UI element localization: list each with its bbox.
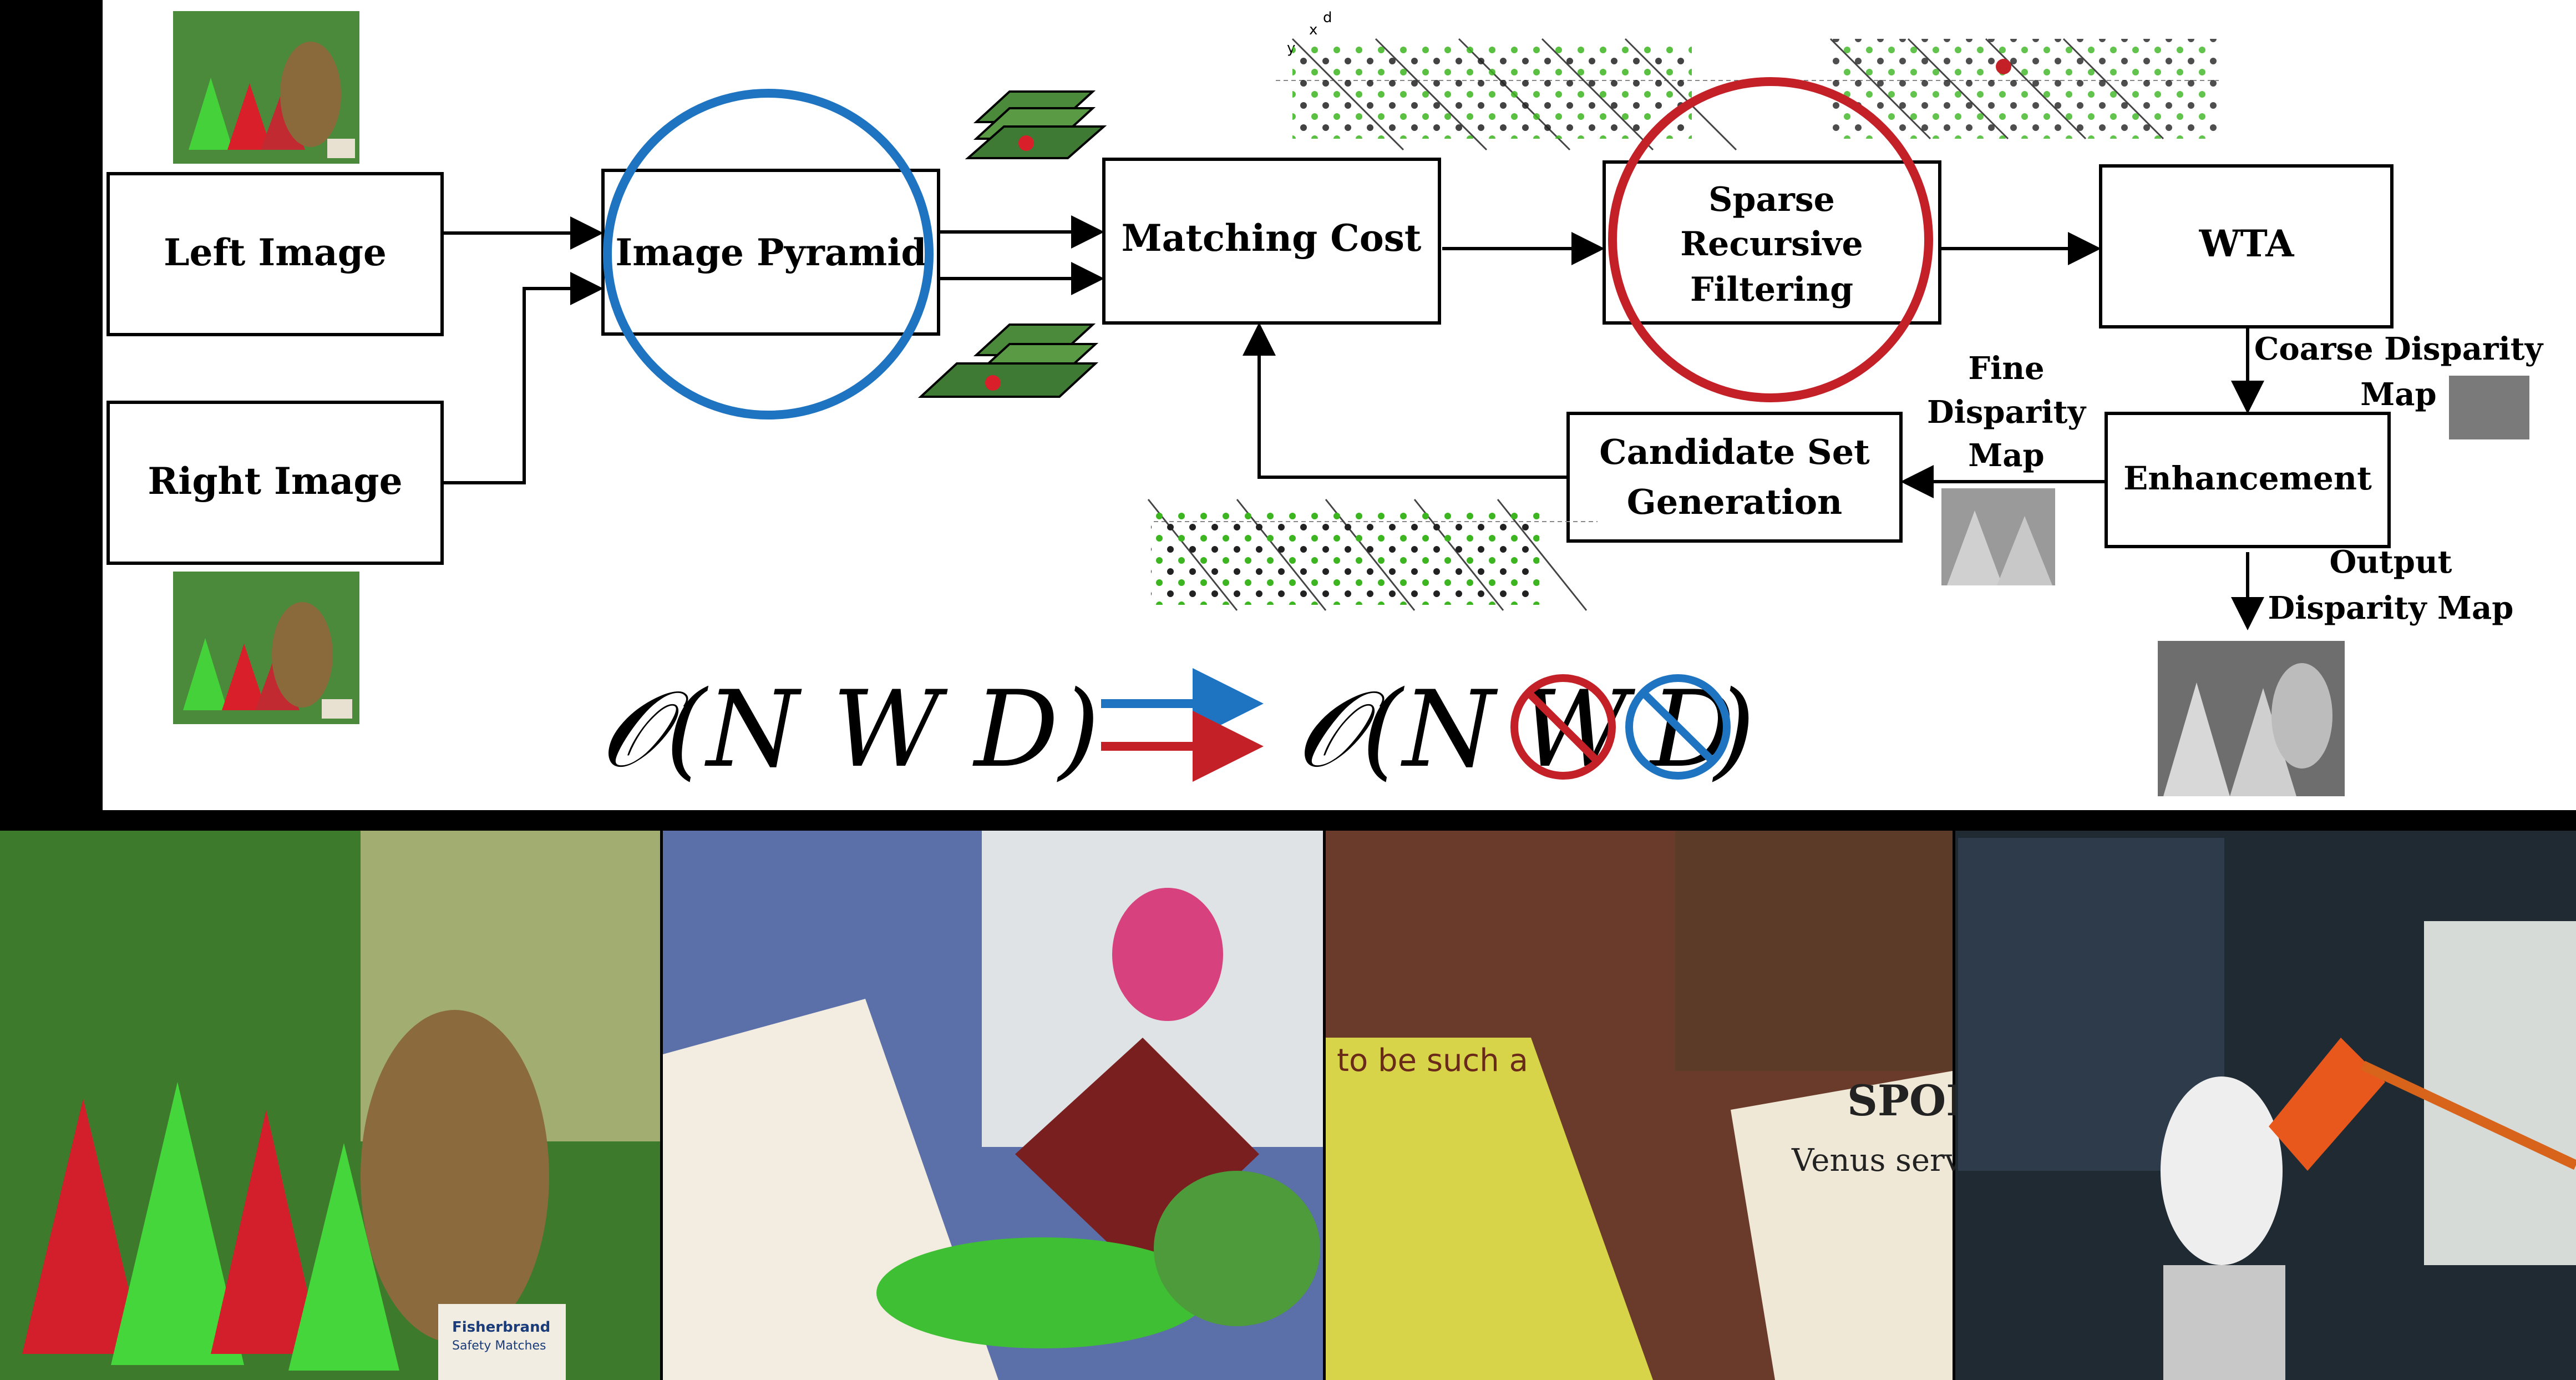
sparse-filtering-highlight-circle [1608,77,1933,402]
left-image-box: Left Image [107,172,444,336]
cost-volume-grid-3 [1147,499,1598,611]
cross-out-d-circle [1625,674,1731,780]
wta-label: WTA [2199,222,2295,265]
cost-volume-grid-2 [1819,38,2219,140]
wta-box: WTA [2099,164,2394,328]
coarse-disparity-map [2449,376,2529,439]
cross-out-w-slash [1525,690,1600,764]
svg-text:Fine: Fine [1968,350,2044,387]
matching-cost-box: Matching Cost [1102,158,1441,325]
complexity-formula: 𝒪(N W D) 𝒪(N W D ) [599,668,1755,791]
cross-out-w-circle [1510,674,1616,780]
svg-text:Disparity Map: Disparity Map [2268,590,2514,626]
svg-text:Disparity: Disparity [1927,394,2086,431]
left-image-label: Left Image [164,231,387,274]
fine-disparity-label: Fine Disparity Map [1927,350,2086,474]
svg-text:Map: Map [2360,376,2436,413]
cost-volume-grid-1: d x y [1276,9,2219,151]
photo-teddy [663,831,1323,1380]
matching-cost-label: Matching Cost [1122,216,1422,260]
sparse-recursive-filtering-box: Sparse Recursive Filtering [1603,160,1941,325]
image-pyramid-label: Image Pyramid [615,231,926,274]
photo-cones: Fisherbrand Safety Matches [0,831,660,1380]
photo-venus: to be such a SPORT Venus serves [1326,831,2012,1380]
coarse-disparity-label: Coarse Disparity Map [2254,331,2544,413]
cross-out-d-slash [1640,690,1716,764]
right-image-thumbnail [173,572,359,724]
axis-label-x: x [1309,22,1317,38]
left-image-thumbnail [173,11,359,164]
photo-tsukuba [1955,831,2576,1380]
image-pyramid-box: Image Pyramid [601,169,940,336]
sparse-label-line1: Sparse [1708,180,1835,219]
svg-text:Output: Output [2329,544,2452,580]
candidate-label-line2: Generation [1627,482,1842,522]
axis-label-d: d [1323,9,1332,26]
right-image-box: Right Image [107,401,444,565]
right-image-label: Right Image [148,459,402,503]
output-disparity-label: Output Disparity Map [2268,544,2514,626]
complexity-right-close: ) [1712,668,1755,791]
image-pyramid-highlight-circle [603,89,934,419]
pyramid-stack-bottom [917,323,1099,398]
candidate-set-generation-box: Candidate Set Generation [1566,412,1903,543]
fine-disparity-map [1941,488,2055,585]
complexity-right-prefix: 𝒪(N [1295,668,1498,791]
cones-matchbox-text-2: Safety Matches [452,1339,546,1353]
pyramid-stack-top [965,90,1107,159]
cones-matchbox-text-1: Fisherbrand [452,1319,550,1336]
enhancement-box: Enhancement [2105,412,2391,548]
svg-text:Coarse Disparity: Coarse Disparity [2254,331,2544,367]
flow-arrows [442,215,2264,630]
arrow-right-to-pyramid [442,272,604,484]
arrow-candidate-to-cost [1243,322,1568,479]
enhancement-label: Enhancement [2123,459,2372,497]
sparse-label-line3: Filtering [1690,270,1853,309]
svg-text:Map: Map [1968,437,2044,474]
complexity-left: 𝒪(N W D) [599,668,1100,791]
sparse-label-line2: Recursive [1680,225,1863,264]
venus-poster-text: to be such a [1337,1043,1528,1079]
output-disparity-map [2158,641,2345,796]
candidate-label-line1: Candidate Set [1599,432,1870,472]
